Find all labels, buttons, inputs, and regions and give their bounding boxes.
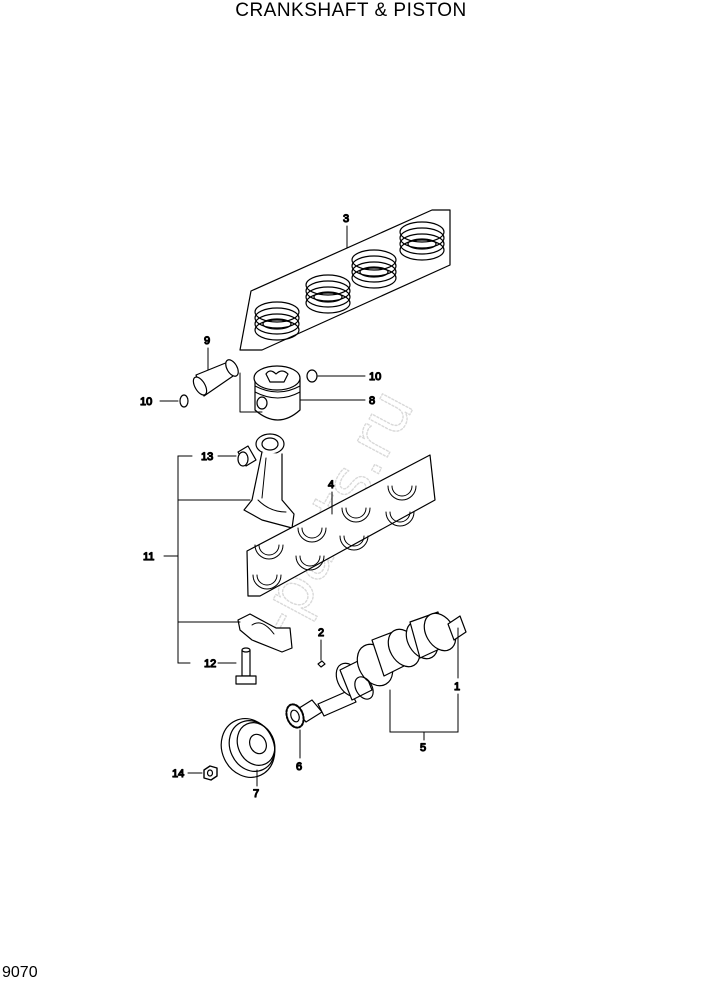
snap-ring-left <box>159 394 189 408</box>
bearing-set <box>246 454 436 597</box>
ring-stack-3 <box>351 249 397 289</box>
callout-10-left: 10 <box>140 396 152 408</box>
connecting-rod-cap <box>237 613 293 653</box>
callout-6: 6 <box>296 761 302 773</box>
callout-7: 7 <box>253 788 259 800</box>
callout-10-right: 10 <box>369 371 381 383</box>
callout-leaders <box>389 627 459 741</box>
ring-stack-2 <box>305 274 351 314</box>
callout-9: 9 <box>204 335 210 347</box>
callout-8: 8 <box>369 395 375 407</box>
crankshaft <box>295 611 467 723</box>
page-number: 9070 <box>2 964 38 981</box>
pulley-nut <box>187 765 218 781</box>
diagram-title: CRANKSHAFT & PISTON <box>235 0 467 21</box>
piston-pin <box>192 347 239 397</box>
callout-11-bracket <box>163 455 251 664</box>
callout-5: 5 <box>420 742 426 754</box>
callout-11: 11 <box>143 551 154 563</box>
callout-labels: 3 9 10 10 8 13 4 11 2 12 1 5 6 14 7 <box>139 212 460 800</box>
connecting-rod <box>243 433 295 529</box>
piston <box>239 365 366 421</box>
callout-1: 1 <box>454 681 460 693</box>
small-end-bush <box>217 445 257 467</box>
callout-13: 13 <box>201 451 213 463</box>
callout-3: 3 <box>343 213 349 225</box>
ring-stack-4 <box>399 221 445 261</box>
crankshaft-gear <box>285 703 305 759</box>
crankshaft-pulley <box>220 718 276 787</box>
callout-2: 2 <box>318 627 324 639</box>
piston-ring-set <box>239 209 451 351</box>
callout-12: 12 <box>204 658 216 670</box>
woodruff-key <box>317 639 326 668</box>
callout-14: 14 <box>172 768 184 780</box>
callout-4: 4 <box>328 479 334 491</box>
snap-ring-right <box>306 369 366 383</box>
ring-stack-1 <box>254 301 300 341</box>
rod-bolt <box>217 647 257 685</box>
